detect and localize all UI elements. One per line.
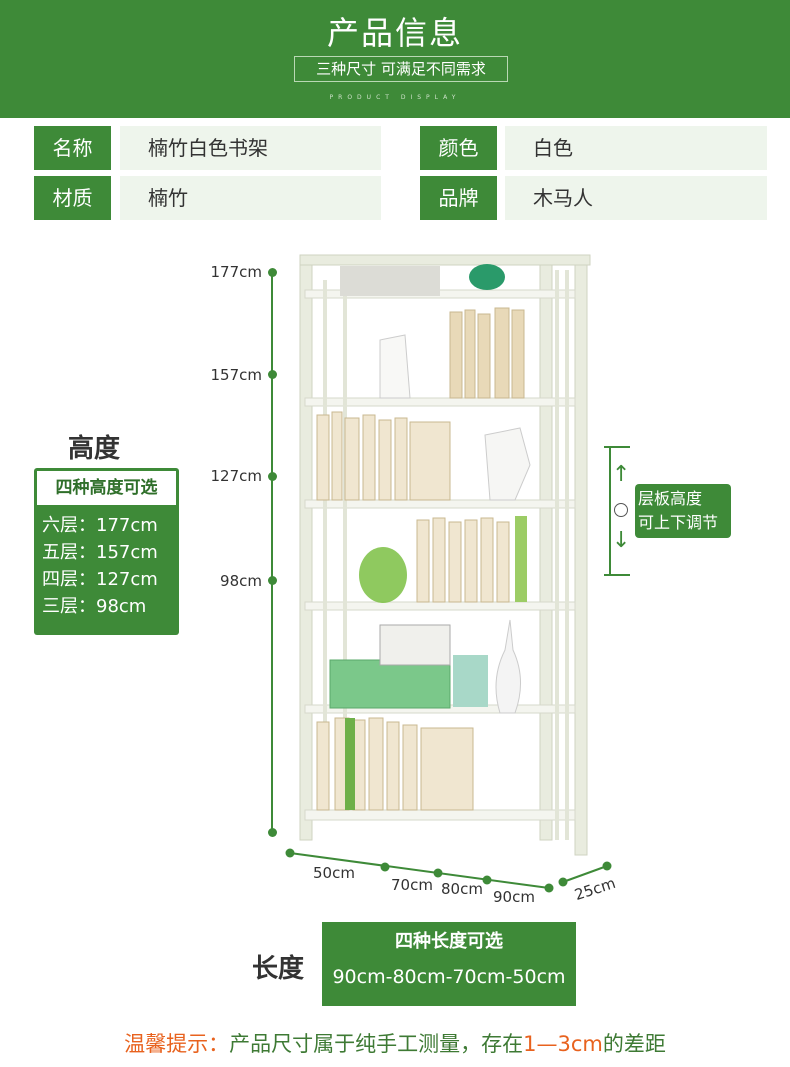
- height-tick-127: 127cm: [210, 467, 263, 485]
- height-ruler-line: [271, 272, 273, 832]
- height-options-box: 四种高度可选 六层：177cm 五层：157cm 四层：127cm 三层：98c…: [34, 468, 179, 635]
- length-tick-90: 90cm: [493, 888, 535, 906]
- note-text: 产品尺寸属于纯手工测量，存在: [229, 1032, 524, 1056]
- spec-label-material: 材质: [34, 176, 111, 220]
- height-box-title: 四种高度可选: [37, 471, 176, 505]
- adjust-label-line: 层板高度: [638, 489, 703, 508]
- ruler-dot: [482, 875, 492, 885]
- adjust-bracket-top: [604, 446, 630, 448]
- ruler-dot: [268, 828, 277, 837]
- spec-value-color: 白色: [505, 126, 767, 170]
- ruler-dot: [433, 868, 443, 878]
- length-tick-50: 50cm: [313, 864, 355, 882]
- height-tick-98: 98cm: [220, 572, 262, 590]
- height-option: 四层：127cm: [42, 569, 158, 590]
- length-tick-70: 70cm: [391, 876, 433, 894]
- length-ruler: [285, 848, 612, 893]
- ruler-dot: [558, 877, 568, 887]
- circle-icon: [614, 503, 628, 517]
- spec-label-name: 名称: [34, 126, 111, 170]
- height-option: 三层：98cm: [42, 596, 147, 617]
- length-options-box: 四种长度可选 90cm-80cm-70cm-50cm: [322, 922, 576, 1006]
- spec-label-brand: 品牌: [420, 176, 497, 220]
- arrow-down-icon: ↓: [612, 528, 631, 553]
- ruler-dot: [268, 576, 277, 585]
- ruler-dot: [285, 848, 295, 858]
- arrow-up-icon: ↑: [612, 462, 631, 487]
- page-title: 产品信息: [326, 14, 463, 52]
- adjust-label-line: 可上下调节: [638, 513, 719, 532]
- height-option: 五层：157cm: [42, 542, 158, 563]
- note-prefix: 温馨提示：: [124, 1032, 230, 1056]
- spec-value-name: 楠竹白色书架: [120, 126, 381, 170]
- height-option: 六层：177cm: [42, 515, 158, 536]
- adjust-label-box: 层板高度 可上下调节: [635, 484, 731, 538]
- note-range: 1—3cm: [523, 1032, 603, 1056]
- measurement-note: 温馨提示：产品尺寸属于纯手工测量，存在1—3cm的差距: [0, 1028, 790, 1058]
- header-banner: 产品信息 三种尺寸 可满足不同需求 PRODUCT DISPLAY: [0, 0, 790, 118]
- spec-value-brand: 木马人: [505, 176, 767, 220]
- adjust-bracket-bottom: [604, 574, 630, 576]
- adjust-bracket-line: [609, 446, 611, 576]
- ruler-dot: [268, 268, 277, 277]
- height-title: 高度: [68, 434, 121, 464]
- length-title: 长度: [252, 954, 305, 984]
- ruler-dot: [380, 862, 390, 872]
- note-text-end: 的差距: [602, 1032, 666, 1056]
- english-caption: PRODUCT DISPLAY: [329, 94, 461, 101]
- bookshelf-image: [299, 254, 591, 856]
- ruler-dot: [268, 472, 277, 481]
- height-tick-157: 157cm: [210, 366, 263, 384]
- ruler-dot: [602, 861, 612, 871]
- height-tick-177: 177cm: [210, 263, 263, 281]
- length-box-title: 四种长度可选: [395, 931, 503, 952]
- page-subtitle: 三种尺寸 可满足不同需求: [294, 56, 508, 82]
- length-box-values: 90cm-80cm-70cm-50cm: [332, 966, 566, 988]
- length-tick-80: 80cm: [441, 880, 483, 898]
- ruler-dot: [544, 883, 554, 893]
- spec-label-color: 颜色: [420, 126, 497, 170]
- spec-value-material: 楠竹: [120, 176, 381, 220]
- ruler-dot: [268, 370, 277, 379]
